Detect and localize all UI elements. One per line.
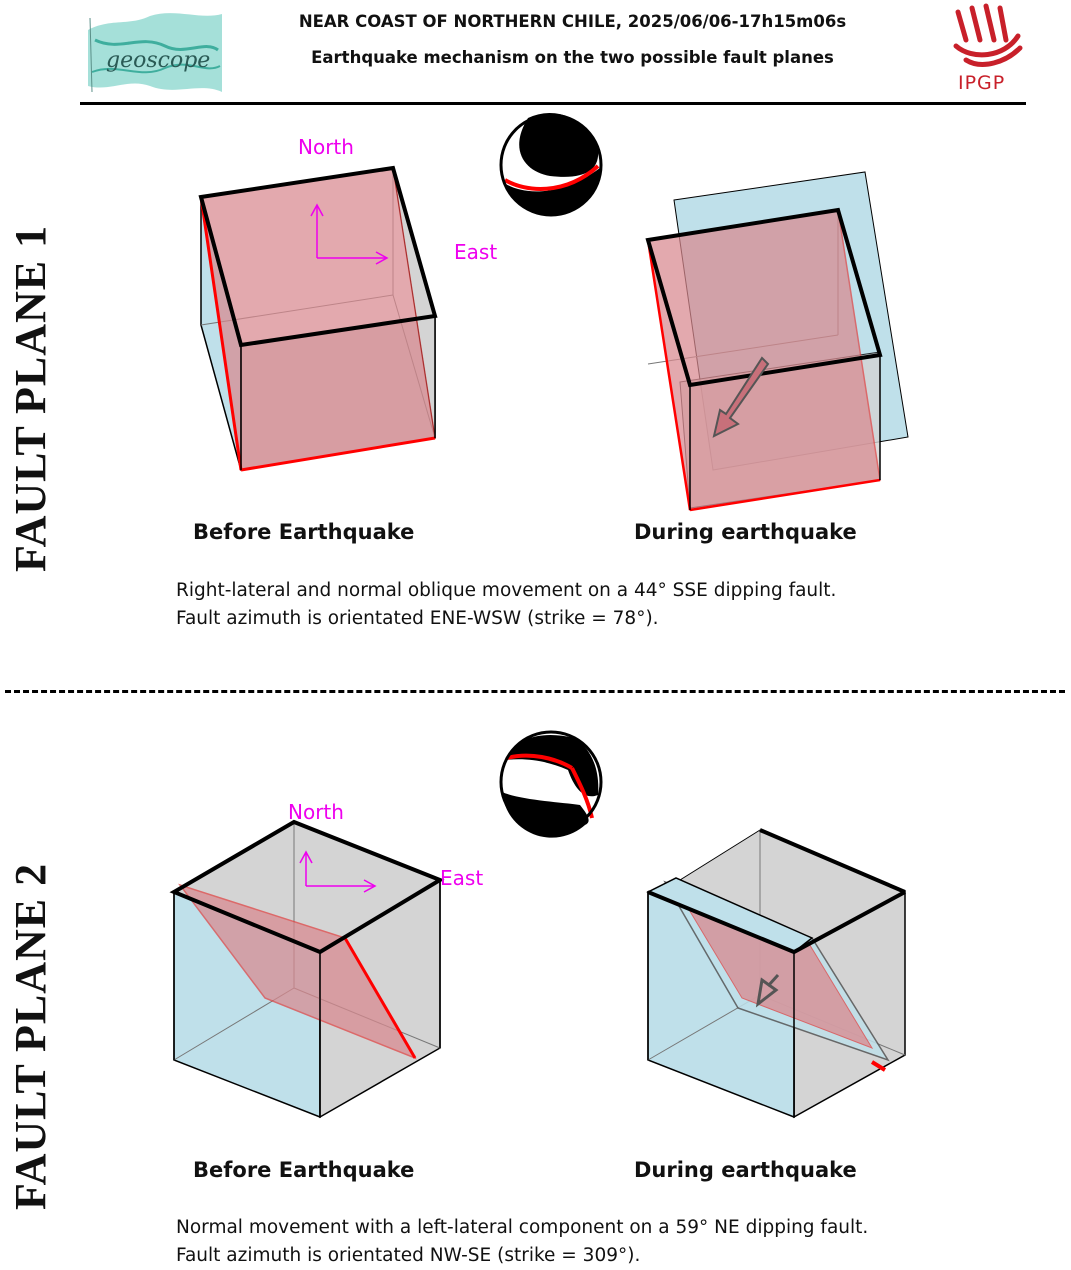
page-title: NEAR COAST OF NORTHERN CHILE, 2025/06/06… (298, 12, 847, 31)
description-1-line1: Right-lateral and normal oblique movemen… (176, 580, 837, 601)
during-caption-1: During earthquake (634, 520, 857, 544)
side-label-fault-plane-1: FAULT PLANE 1 (6, 224, 55, 572)
side-label-fault-plane-2: FAULT PLANE 2 (6, 862, 55, 1210)
during-caption-2: During earthquake (634, 1158, 857, 1182)
before-caption-1: Before Earthquake (193, 520, 415, 544)
description-1: Right-lateral and normal oblique movemen… (176, 577, 836, 633)
north-label-1: North (298, 135, 354, 159)
description-1-line2: Fault azimuth is orientated ENE-WSW (str… (176, 608, 659, 629)
block-1-before (198, 165, 438, 472)
geoscope-logo (88, 13, 222, 93)
block-2-during (646, 828, 906, 1119)
block-2-before (169, 819, 445, 1119)
block-1-during (645, 171, 909, 512)
panel-divider (5, 690, 1065, 693)
ipgp-logo-text: IPGP (958, 72, 1006, 94)
beachball-2 (499, 730, 603, 838)
east-label-1: East (454, 240, 498, 264)
east-label-2: East (440, 866, 484, 890)
before-caption-2: Before Earthquake (193, 1158, 415, 1182)
header-divider (80, 102, 1026, 105)
geoscope-logo-text: geoscope (106, 48, 211, 73)
page-subtitle: Earthquake mechanism on the two possible… (311, 48, 834, 67)
description-2: Normal movement with a left-lateral comp… (176, 1214, 868, 1270)
description-2-line2: Fault azimuth is orientated NW-SE (strik… (176, 1245, 641, 1266)
beachball-1 (499, 113, 603, 217)
ipgp-logo (953, 3, 1023, 67)
north-label-2: North (288, 800, 344, 824)
description-2-line1: Normal movement with a left-lateral comp… (176, 1217, 869, 1238)
